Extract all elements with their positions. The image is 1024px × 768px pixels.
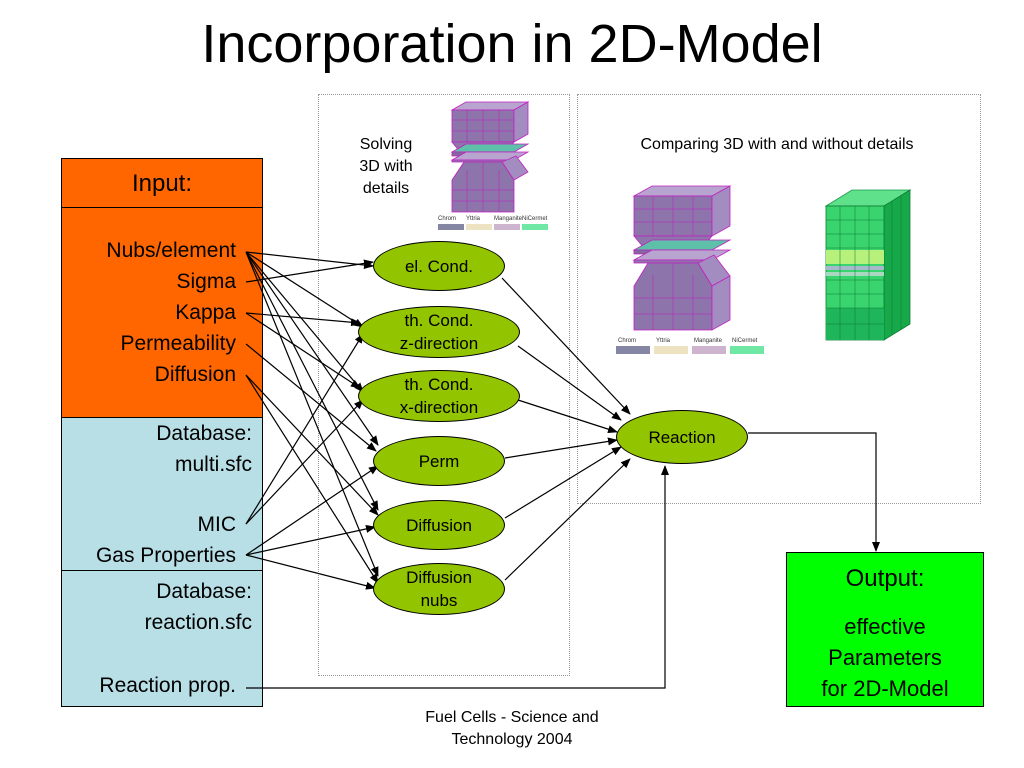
arrow-reactionprop-reaction [246, 465, 669, 689]
slide-title: Incorporation in 2D-Model [201, 14, 823, 74]
database-reaction-box [61, 570, 263, 707]
process-th-cond-x-line1: th. Cond. [404, 375, 474, 394]
arrow-nubs-thx [245, 251, 364, 393]
arrow-perm-perm [245, 343, 377, 452]
arrow-gas-diffnubs [245, 554, 376, 590]
arrow-diffusion-diffusion [245, 374, 379, 516]
process-th-cond-x: th. Cond. x-direction [358, 370, 520, 422]
output-box [786, 552, 984, 707]
solving-frame [318, 94, 570, 676]
detailed-legend-manganite: Manganite [694, 338, 723, 344]
detailed-legend-yttria: Yttria [656, 338, 671, 344]
process-diffusion: Diffusion [373, 500, 505, 550]
solving-caption-line2: 3D with [359, 158, 413, 175]
arrow-mic-thz [245, 333, 364, 525]
solving-caption-line3: details [362, 180, 410, 197]
process-perm-line1: Perm [418, 451, 460, 471]
database-reaction-file: reaction.sfc [144, 611, 252, 634]
arrow-elcond-reaction [501, 277, 631, 415]
arrow-kappa-thz [245, 312, 361, 327]
arrow-nubs-diffusion [245, 251, 379, 511]
input-nubs-element: Nubs/element [106, 239, 236, 262]
process-el-cond: el. Cond. [373, 241, 505, 291]
arrow-nubs-elcond [245, 251, 374, 269]
output-line1: effective [844, 614, 926, 639]
output-line2: Parameters [828, 645, 942, 670]
process-reaction-label: Reaction [648, 427, 716, 447]
comparing-caption: Comparing 3D with and without details [640, 136, 914, 153]
database-multi-label: Database: [156, 422, 252, 445]
process-perm: Perm [373, 436, 505, 486]
arrow-perm-reaction [504, 437, 618, 459]
process-diffusion-nubs: Diffusion nubs [373, 563, 505, 615]
detailed-legend-nicermet: NiCermet [732, 338, 758, 344]
detailed-legend-chrom: Chrom [618, 338, 637, 344]
process-th-cond-x-line2: x-direction [399, 398, 479, 417]
footer-line1: Fuel Cells - Science and [425, 709, 599, 726]
process-diffusion-nubs-line2: nubs [420, 591, 458, 610]
solving-caption-line1: Solving [359, 136, 413, 153]
footer-line2: Technology 2004 [451, 731, 573, 748]
arrow-sigma-elcond [245, 259, 374, 283]
input-header: Input: [131, 170, 193, 197]
input-mic: MIC [197, 513, 237, 536]
solving-legend-yttria: Yttria [466, 216, 481, 222]
input-kappa: Kappa [175, 301, 236, 324]
arrow-nubs-diffnubs [245, 251, 379, 577]
process-th-cond-z-line2: z-direction [399, 334, 479, 353]
input-box [61, 207, 263, 418]
arrow-kappa-thx [245, 312, 361, 389]
process-diffusion-line1: Diffusion [406, 515, 472, 535]
solving-legend-nicermet: NiCermet [522, 216, 548, 222]
arrow-diffusion-diffnubs [245, 374, 379, 584]
input-gas-properties: Gas Properties [95, 544, 236, 567]
arrow-mic-thx [245, 399, 364, 525]
comparing-frame [577, 94, 981, 504]
arrow-reaction-output [748, 432, 880, 552]
input-diffusion: Diffusion [154, 363, 236, 386]
arrow-gas-diffusion [245, 525, 376, 556]
database-multi-box [61, 417, 263, 571]
database-multi-file: multi.sfc [174, 453, 252, 476]
database-reaction-label: Database: [156, 580, 252, 603]
input-sigma: Sigma [176, 270, 236, 293]
input-permeability: Permeability [120, 332, 236, 355]
stack-model-small [438, 101, 548, 230]
output-header: Output: [845, 565, 925, 592]
solving-legend-manganite: Manganite [494, 216, 523, 222]
output-line3: for 2D-Model [821, 676, 949, 701]
footer: Fuel Cells - Science and Technology 2004 [392, 707, 632, 751]
arrow-diffusion-reaction [504, 446, 622, 519]
input-header-box [61, 158, 263, 208]
arrow-nubs-perm [245, 251, 379, 446]
arrow-thx-reaction [517, 399, 618, 434]
process-reaction: Reaction [616, 410, 748, 464]
process-th-cond-z-line1: th. Cond. [404, 311, 474, 330]
arrow-nubs-thz [245, 251, 364, 328]
arrow-thz-reaction [517, 345, 622, 421]
arrow-gas-perm [245, 465, 379, 556]
solving-legend-chrom: Chrom [438, 216, 457, 222]
stack-model-detailed [616, 185, 764, 354]
process-diffusion-nubs-line1: Diffusion [406, 568, 472, 587]
arrow-diffnubs-reaction [504, 458, 631, 581]
solving-caption: Solving 3D with details [338, 134, 434, 200]
process-el-cond-line1: el. Cond. [404, 256, 474, 276]
input-reaction-prop: Reaction prop. [99, 674, 236, 697]
process-th-cond-z: th. Cond. z-direction [358, 306, 520, 358]
stack-model-homogeneous [824, 189, 912, 341]
